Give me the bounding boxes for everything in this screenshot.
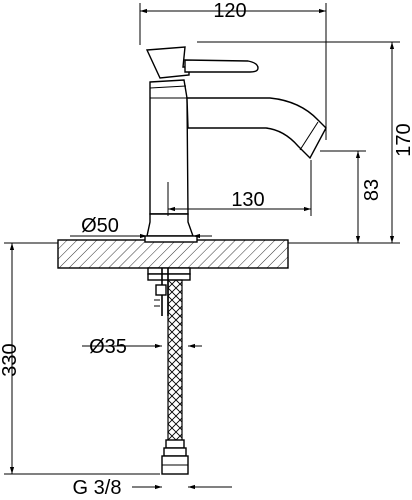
dim-diameter-35: Ø35 bbox=[82, 336, 202, 358]
dim-width-120: 120 bbox=[139, 0, 327, 140]
countertop-section bbox=[57, 239, 289, 269]
flexible-hose bbox=[161, 279, 189, 475]
dim-label-o35: Ø35 bbox=[89, 336, 127, 358]
dim-height-170: 170 bbox=[197, 41, 412, 244]
dim-label-330: 330 bbox=[0, 343, 21, 376]
dim-label-o50: Ø50 bbox=[81, 215, 119, 237]
dim-label-83: 83 bbox=[361, 179, 383, 201]
faucet-body bbox=[144, 46, 327, 243]
mounting-shank bbox=[147, 267, 191, 316]
dim-label-170: 170 bbox=[393, 123, 412, 156]
dim-diameter-50: Ø50 bbox=[70, 215, 212, 239]
dim-reach-130: 130 bbox=[167, 160, 312, 216]
dim-label-130: 130 bbox=[231, 189, 264, 211]
dim-label-g38: G 3/8 bbox=[73, 477, 122, 499]
dim-label-120: 120 bbox=[213, 0, 246, 22]
dim-thread-g38: G 3/8 bbox=[73, 477, 232, 499]
dim-length-330: 330 bbox=[0, 242, 160, 475]
dim-height-83: 83 bbox=[320, 150, 383, 243]
